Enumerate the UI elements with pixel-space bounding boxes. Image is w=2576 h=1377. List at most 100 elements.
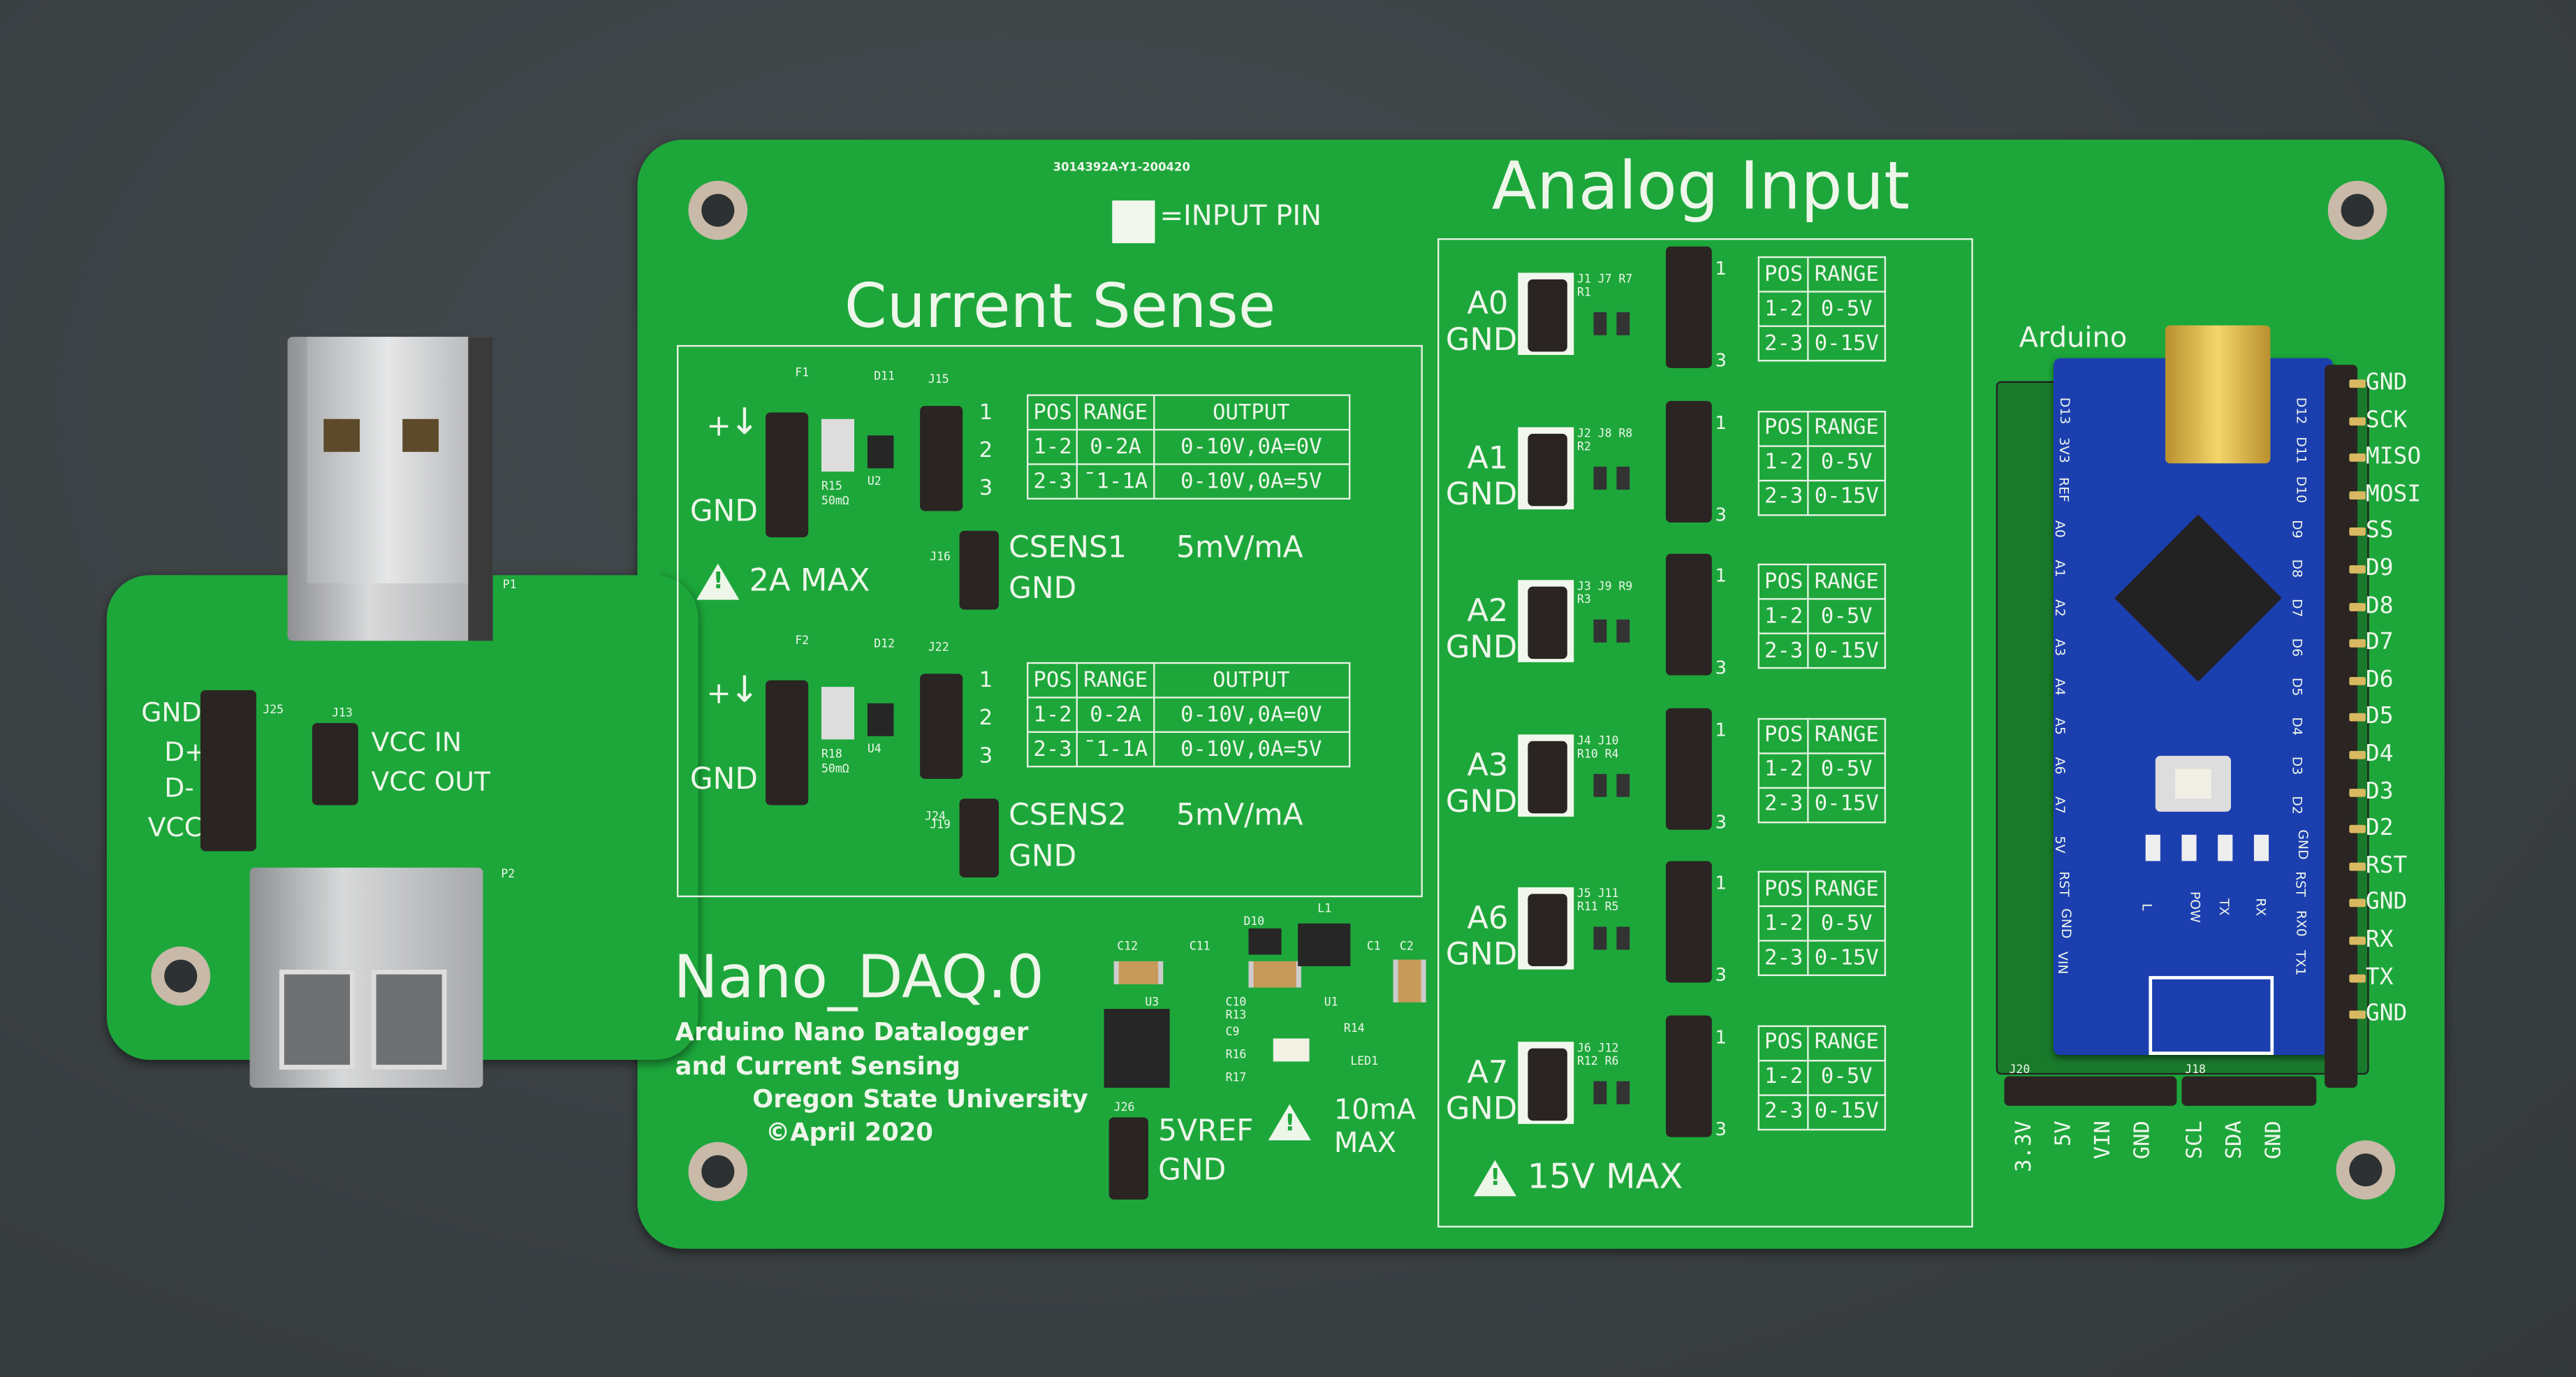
range-jumper[interactable]: [920, 673, 963, 779]
csens-output-header[interactable]: [959, 799, 1000, 877]
arduino-pin-label: SS: [2365, 518, 2394, 545]
arduino-pin-label: D4: [2365, 741, 2394, 768]
header-pin: [2349, 936, 2366, 945]
input-pin-legend: =INPUT PIN: [1159, 200, 1322, 233]
input-terminal-header[interactable]: [766, 412, 809, 538]
status-led: [2253, 834, 2269, 861]
analog-input-header[interactable]: [1528, 1047, 1567, 1120]
analog-max-label: 15V MAX: [1527, 1156, 1683, 1197]
table-cell: 0-15V: [1808, 940, 1886, 977]
table-cell: 0-15V: [1808, 325, 1886, 362]
arduino-pin-label: SCK: [2365, 407, 2408, 433]
ref-designator: J15: [928, 372, 949, 386]
header-pin: [2349, 527, 2366, 537]
header-pin: [2349, 453, 2366, 462]
ref-designator: F2: [795, 634, 810, 648]
analog-input-header[interactable]: [1528, 894, 1567, 966]
range-jumper[interactable]: [1665, 246, 1712, 368]
mounting-hole: [2327, 180, 2387, 240]
table-cell: 2-3: [1757, 632, 1810, 669]
nano-pin-label: GND: [2295, 829, 2311, 860]
analog-gnd-label: GND: [1445, 629, 1518, 666]
resistor: [1616, 926, 1630, 950]
header-pin: [2349, 862, 2366, 871]
board-institution: Oregon State University: [752, 1084, 1088, 1114]
resistor: [1616, 1080, 1630, 1104]
ref-designator: J16: [930, 550, 951, 564]
arduino-pin-label: GND: [2365, 370, 2408, 396]
warning-icon: [1473, 1160, 1516, 1197]
reset-button[interactable]: [2155, 755, 2232, 812]
atmega-chip: [2114, 514, 2282, 682]
shunt-resistor: [821, 418, 855, 472]
diode-d10: [1248, 928, 1282, 955]
inductor-l1: [1298, 923, 1351, 966]
arduino-bottom-pin-label: SCL: [2183, 1121, 2209, 1160]
analog-input-header[interactable]: [1528, 740, 1567, 813]
nano-pin-label: D7: [2289, 599, 2304, 618]
arduino-bottom-pin-label: VIN: [2091, 1121, 2116, 1160]
table-header-cell: POS: [1757, 256, 1810, 293]
shunt-resistor: [821, 687, 855, 740]
analog-gnd-label: GND: [1445, 1090, 1518, 1127]
usb-a-male-connector: [287, 337, 493, 641]
led-label: RX: [2253, 898, 2268, 917]
header-j25: [200, 690, 256, 852]
ref-designator: R13: [1225, 1009, 1247, 1022]
analog-gnd-label: GND: [1445, 782, 1518, 819]
range-jumper[interactable]: [1665, 707, 1712, 829]
table-cell: 2-3: [1757, 479, 1810, 516]
analog-input-header[interactable]: [1528, 586, 1567, 660]
current-sense-title: Current Sense: [844, 271, 1276, 342]
input-gnd-label: GND: [689, 494, 758, 530]
table-cell: 1-2: [1757, 752, 1810, 788]
jumper-pin-number: 1: [979, 669, 993, 694]
nano-pin-label: A7: [2052, 796, 2068, 814]
arrow-down-icon: ↓: [729, 402, 760, 444]
jumper-pin-number: 3: [1715, 964, 1727, 986]
table-cell: ¯1-1A: [1076, 731, 1155, 768]
analog-input-header[interactable]: [1528, 279, 1567, 352]
nano-pin-label: A0: [2052, 520, 2068, 538]
vcc-out-label: VCC OUT: [371, 766, 490, 797]
range-jumper[interactable]: [1665, 861, 1712, 983]
jumper-pin-number: 2: [979, 438, 993, 464]
csens-label: CSENS1: [1009, 530, 1127, 566]
table-cell: 1-2: [1026, 697, 1079, 733]
status-led: [2145, 834, 2160, 861]
ref-designator: J5 J11 R11 R5: [1576, 887, 1619, 914]
csens-output-header[interactable]: [959, 530, 1000, 610]
table-cell: 2-3: [1757, 940, 1810, 977]
capacitor: [1248, 961, 1301, 988]
range-jumper[interactable]: [1665, 400, 1712, 522]
header-pin: [2349, 825, 2366, 833]
table-cell: 1-2: [1757, 598, 1810, 634]
ref-designator: C11: [1189, 940, 1210, 954]
range-jumper[interactable]: [920, 405, 963, 511]
table-header-cell: RANGE: [1076, 394, 1155, 431]
range-jumper[interactable]: [1665, 1014, 1712, 1137]
nano-pin-label: A6: [2052, 757, 2068, 775]
table-cell: 0-5V: [1808, 291, 1886, 328]
usb-pin-gnd-label: GND: [141, 697, 202, 728]
ref-designator: D11: [874, 370, 895, 384]
arduino-bottom-pin-label: SDA: [2223, 1121, 2248, 1160]
range-jumper[interactable]: [1665, 553, 1712, 676]
table-cell: 1-2: [1757, 1058, 1810, 1095]
arduino-bottom-pin-label: GND: [2130, 1121, 2156, 1160]
csens-scale: 5mV/mA: [1176, 530, 1303, 566]
analog-input-box: [1437, 238, 1973, 1227]
input-terminal-header[interactable]: [766, 680, 809, 806]
analog-input-header[interactable]: [1528, 432, 1567, 506]
table-cell: 2-3: [1757, 1093, 1810, 1130]
nano-pin-label: D4: [2289, 717, 2304, 736]
header-pin: [2349, 973, 2366, 982]
